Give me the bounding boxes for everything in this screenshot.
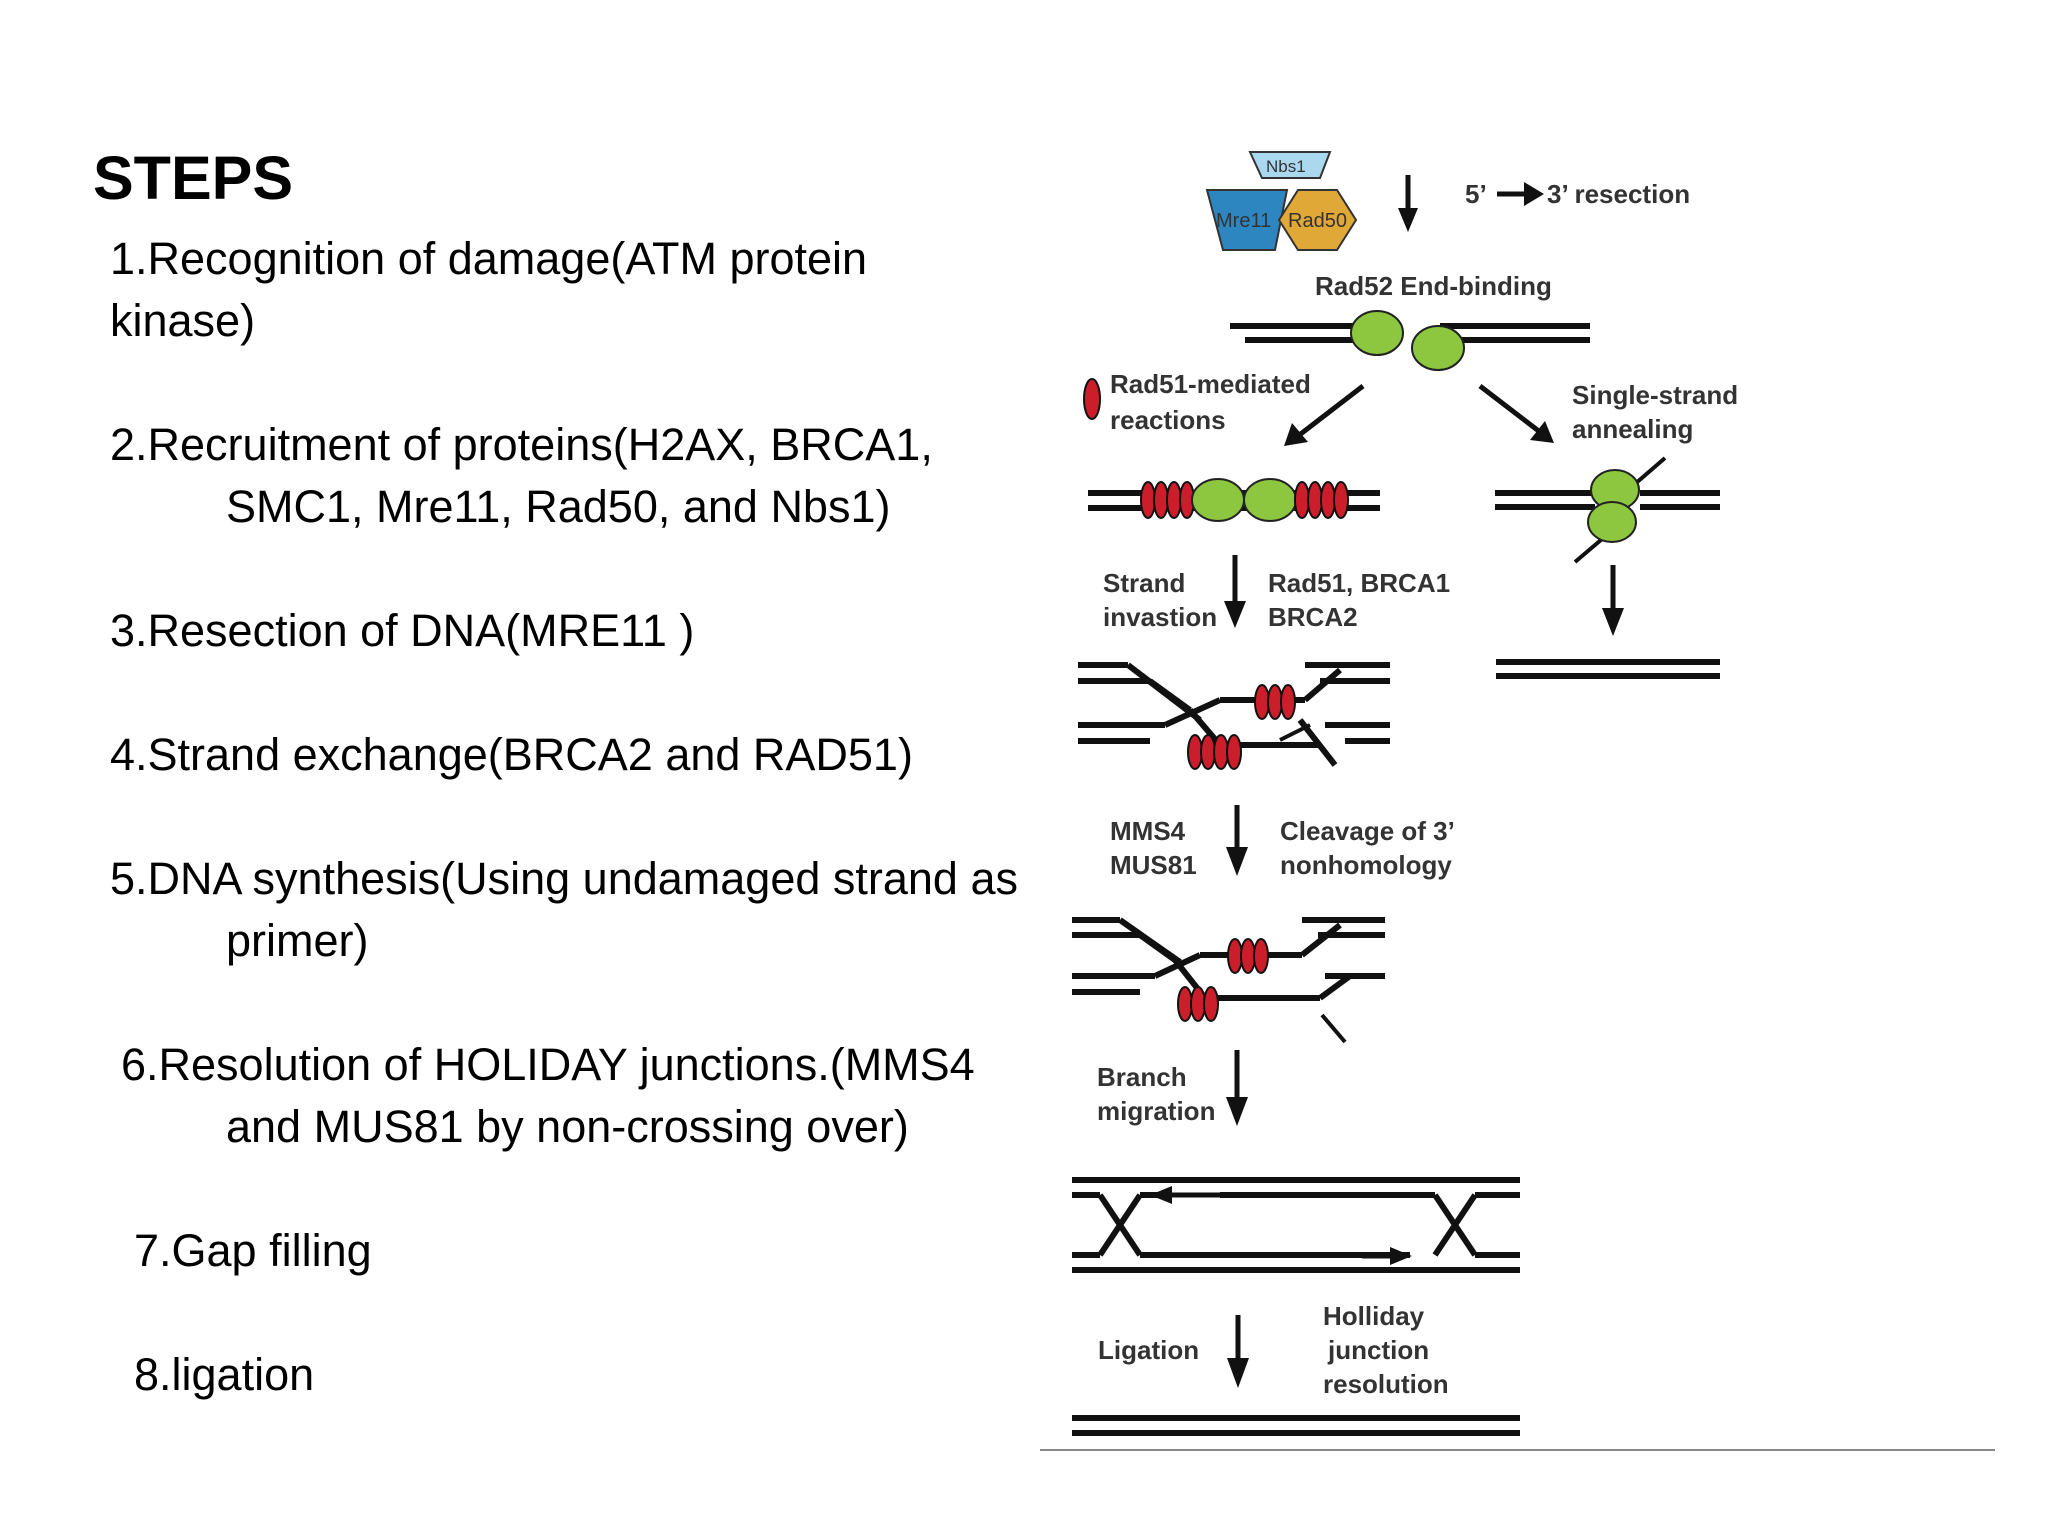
rad50-shape (1277, 189, 1358, 251)
step-6-line-1: 6.Resolution of HOLIDAY junctions.(MMS4 (121, 1039, 975, 1090)
mrn-complex: Nbs1 Mre11 Rad50 (1205, 151, 1358, 251)
branch-migration-arrow (1226, 1050, 1248, 1126)
rad51-filament-dna (1088, 478, 1380, 522)
ligation-arrow (1227, 1315, 1249, 1388)
mre11-shape (1205, 189, 1289, 251)
step-4: 4.Strand exchange(BRCA2 and RAD51) (110, 724, 913, 786)
step-2-line-1: 2.Recruitment of proteins(H2AX, BRCA1, (110, 419, 933, 470)
ssa-dna (1495, 456, 1720, 564)
mus81-label: MUS81 (1110, 850, 1197, 880)
step-3: 3.Resection of DNA(MRE11 ) (110, 600, 694, 662)
step-8-line-1: 8.ligation (134, 1349, 315, 1400)
cleavage-arrow (1226, 805, 1248, 876)
step-8: 8.ligation (134, 1344, 314, 1406)
brca-label-line-2: BRCA2 (1268, 602, 1358, 632)
rad51-label-line-1: Rad51-mediated (1110, 369, 1311, 399)
resection-direction-arrow (1497, 182, 1544, 206)
nbs1-shape (1248, 151, 1332, 179)
rad50-label: Rad50 (1288, 210, 1347, 232)
strand-invasion-arrow (1224, 555, 1246, 628)
mms4-label: MMS4 (1110, 816, 1186, 846)
strand-invasion-dna (1078, 662, 1390, 770)
resection-5-label: 5’ (1465, 179, 1487, 209)
branch-label-line-1: Branch (1097, 1062, 1187, 1092)
brca-label-line-1: Rad51, BRCA1 (1268, 568, 1450, 598)
final-dna (1072, 1415, 1520, 1436)
holliday-label-line-3: resolution (1323, 1369, 1449, 1399)
resection-label: 3’ resection (1547, 179, 1690, 209)
cleavage-label-line-1: Cleavage of 3’ (1280, 816, 1455, 846)
branch-arrow-right (1478, 384, 1554, 443)
cleavage-dna (1072, 917, 1385, 1044)
step-5-line-1: 5.DNA synthesis(Using undamaged strand a… (110, 853, 1018, 904)
holliday-label-line-2: junction (1327, 1335, 1429, 1365)
step-1-line-1: 1.Recognition of damage(ATM protein (110, 233, 868, 284)
mre11-label: Mre11 (1216, 210, 1271, 232)
resection-arrow (1398, 175, 1418, 232)
rad51-legend-icon (1083, 378, 1101, 420)
ssa-product-dna (1496, 659, 1720, 679)
slide-title: STEPS (93, 144, 294, 212)
step-4-line-1: 4.Strand exchange(BRCA2 and RAD51) (110, 729, 913, 780)
ssa-label-line-2: annealing (1572, 414, 1693, 444)
step-2-line-2: SMC1, Mre11, Rad50, and Nbs1) (226, 481, 891, 532)
ssa-label-line-1: Single-strand (1572, 380, 1738, 410)
strand-label-line-2: invastion (1103, 602, 1217, 632)
rad52-dna (1230, 310, 1590, 371)
rad52-protein-right (1411, 325, 1465, 371)
step-7-line-1: 7.Gap filling (134, 1225, 372, 1276)
step-1-line-2: kinase) (110, 295, 256, 346)
step-1: 1.Recognition of damage(ATM protein kina… (110, 228, 867, 352)
step-7: 7.Gap filling (134, 1220, 372, 1282)
cleavage-label-line-2: nonhomology (1280, 850, 1452, 880)
step-5-line-2: primer) (226, 915, 369, 966)
ssa-arrow (1602, 565, 1624, 636)
step-3-line-1: 3.Resection of DNA(MRE11 ) (110, 605, 695, 656)
branch-arrow-left (1284, 384, 1365, 446)
step-6-line-2: and MUS81 by non-crossing over) (226, 1101, 909, 1152)
rad52-label: Rad52 End-binding (1315, 271, 1552, 301)
holliday-junction-dna (1072, 1177, 1520, 1273)
dna-repair-diagram: Nbs1 Mre11 Rad50 5’ 3’ resection Rad52 E… (1040, 151, 1995, 1451)
ligation-label: Ligation (1098, 1335, 1199, 1365)
step-2: 2.Recruitment of proteins(H2AX, BRCA1, S… (110, 414, 933, 538)
step-6: 6.Resolution of HOLIDAY junctions.(MMS4 … (121, 1034, 975, 1158)
holliday-label-line-1: Holliday (1323, 1301, 1425, 1331)
step-5: 5.DNA synthesis(Using undamaged strand a… (110, 848, 1018, 972)
nbs1-label: Nbs1 (1266, 157, 1306, 176)
rad51-label-line-2: reactions (1110, 405, 1226, 435)
strand-label-line-1: Strand (1103, 568, 1185, 598)
rad52-protein-left (1350, 310, 1404, 356)
branch-label-line-2: migration (1097, 1096, 1215, 1126)
